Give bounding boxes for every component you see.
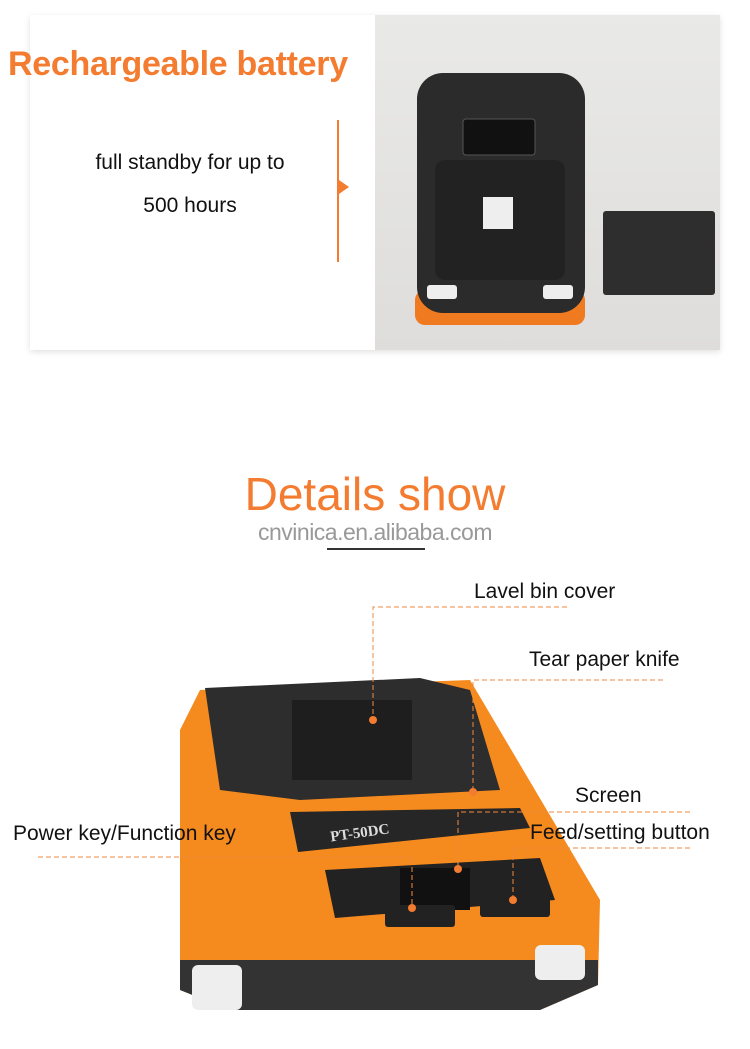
battery-photo <box>375 15 720 350</box>
callout-power-key: Power key/Function key <box>13 822 236 845</box>
callout-lines <box>38 606 690 905</box>
battery-text-line2: 500 hours <box>143 194 237 217</box>
battery-title: Rechargeable battery <box>8 45 348 83</box>
printer-back-image <box>415 73 715 325</box>
callout-feed-button: Feed/setting button <box>530 821 710 844</box>
callout-screen: Screen <box>575 784 642 807</box>
website-watermark: cnvinica.en.alibaba.com <box>258 519 492 545</box>
details-title: Details show <box>244 468 506 520</box>
battery-text-line1: full standby for up to <box>95 151 285 174</box>
callout-knife: Tear paper knife <box>529 648 680 671</box>
title-underline <box>327 548 425 550</box>
power-key <box>385 905 455 927</box>
divider-line <box>337 120 339 262</box>
feed-key <box>480 895 550 917</box>
callout-bin-cover: Lavel bin cover <box>474 580 616 603</box>
arrow-right-icon <box>339 180 349 194</box>
